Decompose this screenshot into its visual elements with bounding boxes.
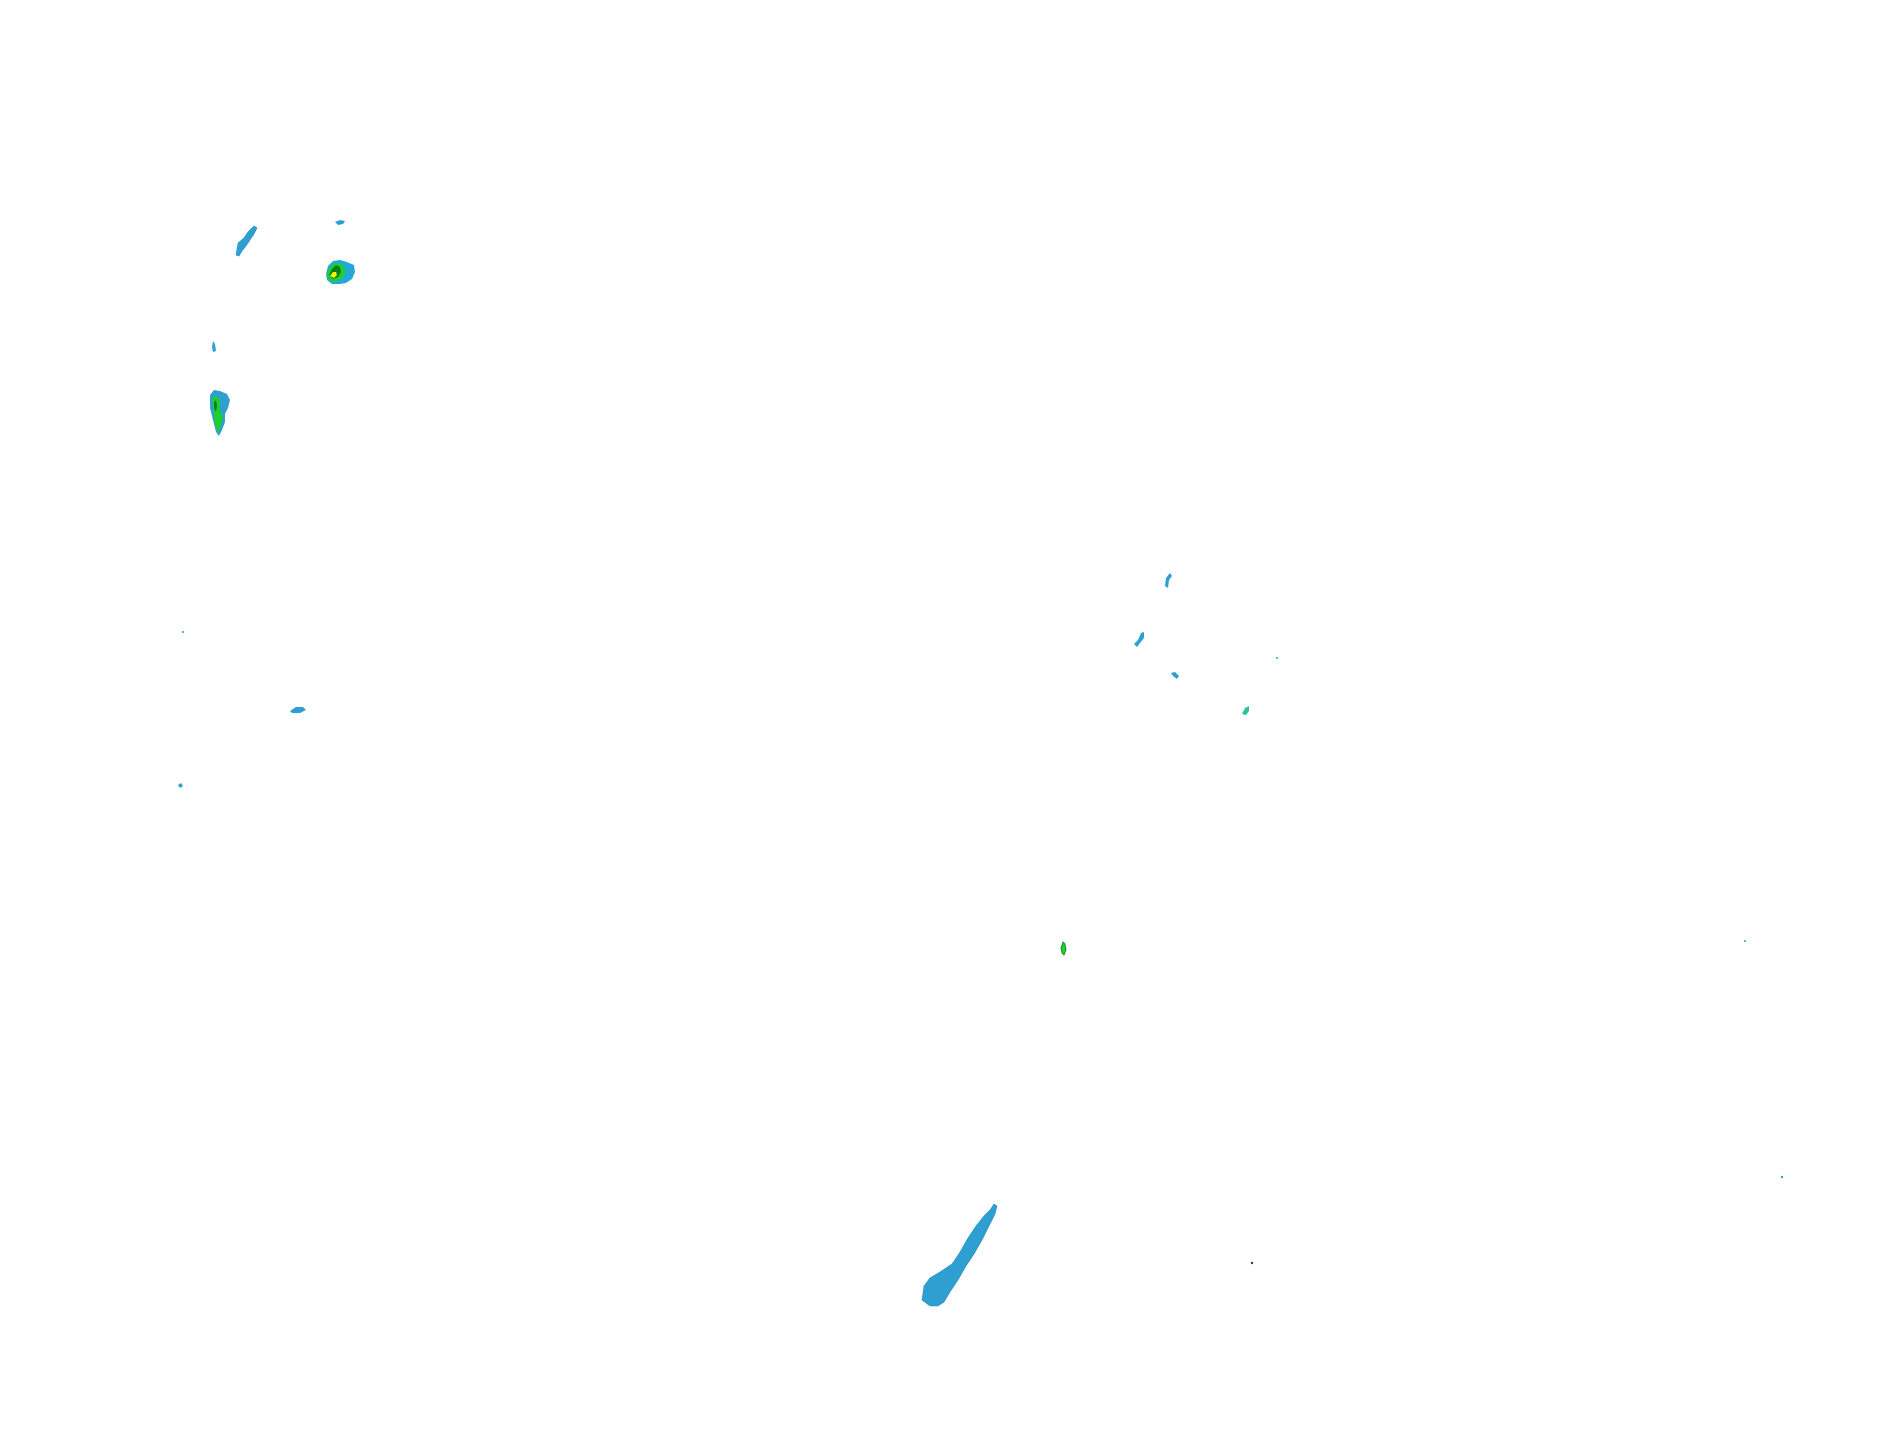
echo-cluster-center	[1060, 573, 1278, 1265]
echo-speck-west-2	[178, 783, 183, 788]
echo-cell-west-lower	[290, 707, 306, 713]
echo-cell-nw-dot	[335, 220, 345, 225]
echo-cell-west-small	[212, 341, 216, 352]
echo-speck-west-1	[182, 631, 184, 633]
echo-cell-center-1	[1165, 573, 1172, 588]
echo-cell-center-4	[1242, 706, 1249, 715]
echo-speck-east-2	[1780, 1175, 1784, 1179]
echo-speck-center-1	[1276, 657, 1278, 659]
echo-cluster-northwest	[178, 220, 355, 788]
echo-cell-strong-peak	[330, 272, 337, 278]
echo-speck-east-1	[1744, 940, 1746, 942]
echo-cell-center-2	[1134, 632, 1144, 647]
echo-cell-center-3	[1171, 672, 1179, 679]
echo-cell-west-vertical	[210, 390, 230, 436]
echo-cell-nw-streak	[235, 225, 258, 257]
echo-cell-center-green	[1060, 941, 1067, 956]
echo-cell-strong-core	[326, 260, 355, 284]
echo-speck-center-2	[1250, 1261, 1254, 1265]
echo-band-south	[921, 1203, 998, 1307]
echo-cell-west-vertical-dark	[214, 400, 217, 412]
